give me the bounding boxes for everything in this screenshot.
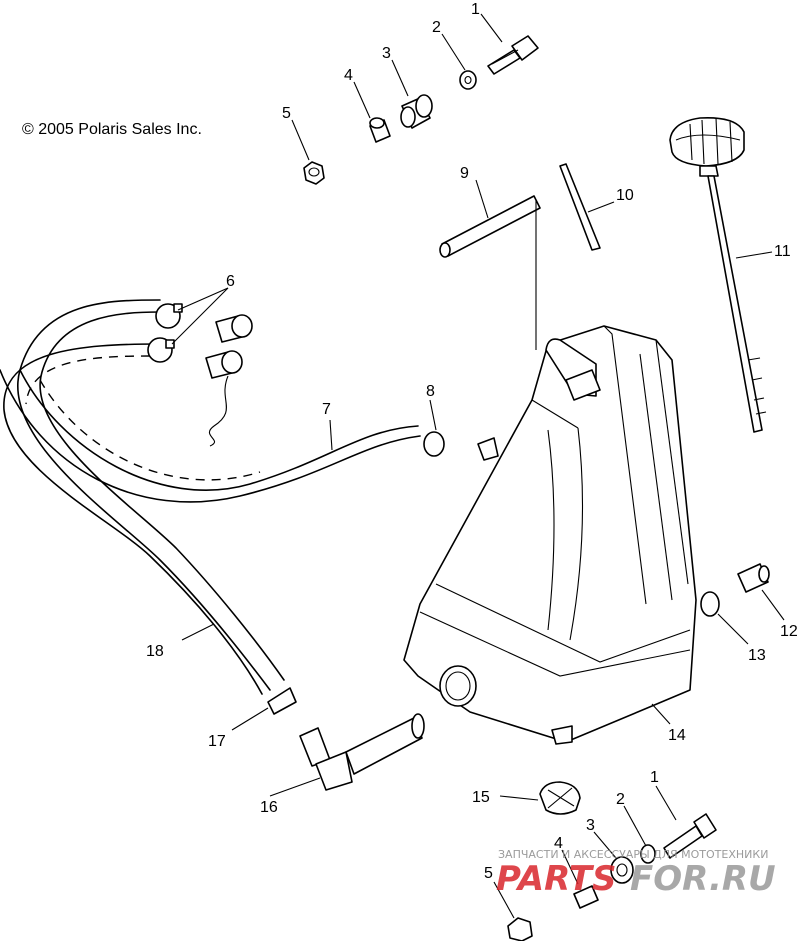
callout-18: 18 bbox=[146, 643, 164, 660]
watermark-brand-right: FOR.RU bbox=[630, 859, 776, 899]
callout-12: 12 bbox=[780, 623, 798, 640]
sleeve-17 bbox=[267, 687, 297, 715]
callout-6: 6 bbox=[226, 273, 235, 290]
callout-8: 8 bbox=[426, 383, 435, 400]
dipstick-11 bbox=[669, 116, 767, 433]
watermark-brand-left: PARTS bbox=[496, 859, 616, 899]
watermark: ЗАПЧАСТИ И АКСЕССУАРЫ ДЛЯ МОТОТЕХНИКИ PA… bbox=[496, 848, 776, 899]
washer-top bbox=[459, 70, 477, 90]
callout-10: 10 bbox=[616, 187, 634, 204]
callout-1-bottom: 1 bbox=[650, 769, 659, 786]
nut-bottom bbox=[507, 917, 533, 941]
callout-13: 13 bbox=[748, 647, 766, 664]
callout-17: 17 bbox=[208, 733, 226, 750]
sleeve-bottom bbox=[573, 885, 599, 909]
oil-tank-14 bbox=[403, 325, 697, 745]
callout-7: 7 bbox=[322, 401, 331, 418]
elbow-16 bbox=[299, 713, 425, 791]
watermark-tagline: ЗАПЧАСТИ И АКСЕССУАРЫ ДЛЯ МОТОТЕХНИКИ bbox=[498, 848, 768, 861]
washer-bottom bbox=[640, 844, 656, 864]
callout-5-bottom: 5 bbox=[484, 865, 493, 882]
bolt-top bbox=[487, 35, 539, 75]
callout-4-bottom: 4 bbox=[554, 835, 563, 852]
callout-2-bottom: 2 bbox=[616, 791, 625, 808]
callout-1-top: 1 bbox=[471, 1, 480, 18]
sensor-12 bbox=[737, 563, 770, 593]
strap-10 bbox=[559, 163, 615, 251]
callout-labels: 1 2 3 4 5 6 7 8 9 10 11 12 13 14 15 16 1… bbox=[146, 1, 798, 882]
tube-9 bbox=[439, 195, 541, 258]
callout-4-top: 4 bbox=[344, 67, 353, 84]
callout-16: 16 bbox=[260, 799, 278, 816]
clamp-8 bbox=[423, 431, 499, 461]
nut-15 bbox=[539, 781, 581, 815]
grommet-bottom bbox=[610, 856, 634, 884]
callout-3-top: 3 bbox=[382, 45, 391, 62]
grommet-top bbox=[400, 94, 433, 129]
copyright-text: © 2005 Polaris Sales Inc. bbox=[22, 121, 202, 138]
callout-5-top: 5 bbox=[282, 105, 291, 122]
sleeve-top bbox=[369, 117, 391, 143]
washer-13 bbox=[700, 591, 720, 617]
callout-15: 15 bbox=[472, 789, 490, 806]
callout-11: 11 bbox=[774, 243, 791, 260]
line-7 bbox=[0, 369, 421, 503]
hose-18 bbox=[3, 299, 285, 695]
callout-9: 9 bbox=[460, 165, 469, 182]
callout-3-bottom: 3 bbox=[586, 817, 595, 834]
callout-2-top: 2 bbox=[432, 19, 441, 36]
callout-14: 14 bbox=[668, 727, 686, 744]
nut-top bbox=[303, 161, 325, 185]
fittings bbox=[205, 314, 253, 447]
bolt-bottom bbox=[663, 813, 717, 859]
